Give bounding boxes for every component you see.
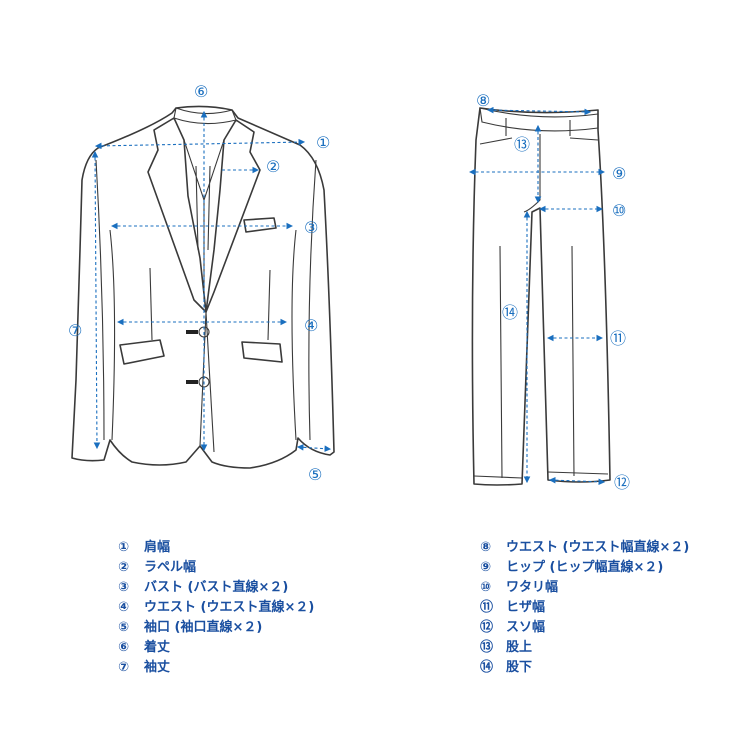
jacket-seams [109, 229, 297, 441]
legend-marker: ① [118, 540, 130, 555]
marker-10: ⑩ [612, 201, 626, 220]
legend-label: ヒザ幅 [506, 600, 546, 615]
legend-label: 袖口 (袖口直線×２) [144, 620, 263, 635]
legend-marker: ⑭ [480, 660, 494, 675]
legend-marker: ⑨ [480, 560, 492, 575]
legend-item: ⑥ 着丈 [118, 638, 314, 658]
legend-label: ウエスト (ウエスト直線×２) [144, 600, 315, 615]
legend-label: ワタリ幅 [506, 580, 559, 595]
legend-item: ⑭ 股下 [480, 658, 689, 678]
measure-line-cuff [296, 444, 332, 452]
legend-marker: ⑫ [480, 620, 494, 635]
diagram-markers: ① ② ③ ④ ⑤ ⑥ ⑦ ⑧ ⑨ ⑩ ⑪ ⑫ ⑬ ⑭ [68, 82, 630, 492]
pants-details [479, 118, 599, 479]
marker-14: ⑭ [502, 303, 518, 322]
legend-item: ⑪ ヒザ幅 [480, 598, 689, 618]
marker-5: ⑤ [308, 465, 322, 484]
legend-label: 着丈 [144, 640, 171, 655]
marker-9: ⑨ [612, 164, 626, 183]
legend-marker: ⑩ [480, 580, 492, 595]
legend-label: ラペル幅 [144, 560, 197, 575]
jacket-left-pocket [119, 339, 165, 365]
jacket-right-lapel [205, 119, 261, 313]
jacket-sleeve-seams [95, 159, 317, 441]
pants-drawing [471, 107, 611, 486]
legend-label: ヒップ (ヒップ幅直線×２) [506, 560, 664, 575]
legend-marker: ⑪ [480, 600, 494, 615]
legend-item: ⑤ 袖口 (袖口直線×２) [118, 618, 314, 638]
legend-marker: ② [118, 560, 130, 575]
legend-label: 肩幅 [144, 540, 171, 555]
jacket-front-edge [199, 311, 215, 453]
legend-pants: ⑧ ウエスト (ウエスト幅直線×２) ⑨ ヒップ (ヒップ幅直線×２) ⑩ ワタリ幅 ⑪ ヒザ… [480, 538, 689, 678]
jacket-buttonhole-top [186, 330, 198, 334]
legend-item: ⑧ ウエスト (ウエスト幅直線×２) [480, 538, 689, 558]
jacket-collar [173, 107, 237, 125]
jacket-drawing [71, 105, 335, 469]
legend-marker: ⑧ [480, 540, 492, 555]
marker-13: ⑬ [514, 135, 530, 154]
jacket-right-pocket [241, 341, 283, 363]
legend-item: ④ ウエスト (ウエスト直線×２) [118, 598, 314, 618]
legend-item: ② ラペル幅 [118, 558, 314, 578]
legend-item: ⑩ ワタリ幅 [480, 578, 689, 598]
legend-item: ⑦ 袖丈 [118, 658, 314, 678]
marker-2: ② [266, 157, 280, 176]
pants-outline [471, 107, 611, 486]
measure-line-sleeve [91, 150, 101, 450]
jacket-chest-pocket [243, 217, 277, 233]
marker-1: ① [316, 133, 330, 152]
legend-marker: ④ [118, 600, 130, 615]
marker-8: ⑧ [476, 91, 490, 110]
legend-marker: ⑤ [118, 620, 130, 635]
marker-6: ⑥ [194, 82, 208, 101]
legend-marker: ⑬ [480, 640, 494, 655]
legend-label: 袖丈 [144, 660, 171, 675]
legend-marker: ⑥ [118, 640, 130, 655]
measure-line-pants-waist [486, 106, 592, 116]
marker-4: ④ [304, 316, 318, 335]
legend-marker: ⑦ [118, 660, 130, 675]
legend-item: ⑨ ヒップ (ヒップ幅直線×２) [480, 558, 689, 578]
measure-line-shoulder [94, 138, 306, 150]
legend-item: ① 肩幅 [118, 538, 314, 558]
marker-11: ⑪ [610, 329, 626, 348]
legend-item: ③ バスト (バスト直線×２) [118, 578, 314, 598]
legend-label: スソ幅 [506, 620, 546, 635]
legend-label: 股上 [506, 640, 533, 655]
legend-item: ⑫ スソ幅 [480, 618, 689, 638]
pants-hems [473, 471, 609, 479]
jacket-measurements [91, 110, 332, 452]
legend-marker: ③ [118, 580, 130, 595]
pants-measurements [468, 106, 606, 486]
legend-label: 股下 [506, 660, 533, 675]
marker-3: ③ [304, 218, 318, 237]
jacket-buttonhole-bottom [186, 380, 198, 384]
marker-12: ⑫ [614, 473, 630, 492]
legend-label: ウエスト (ウエスト幅直線×２) [506, 540, 690, 555]
legend-item: ⑬ 股上 [480, 638, 689, 658]
marker-7: ⑦ [68, 321, 82, 340]
measure-line-hem [548, 476, 606, 486]
legend-label: バスト (バスト直線×２) [144, 580, 289, 595]
